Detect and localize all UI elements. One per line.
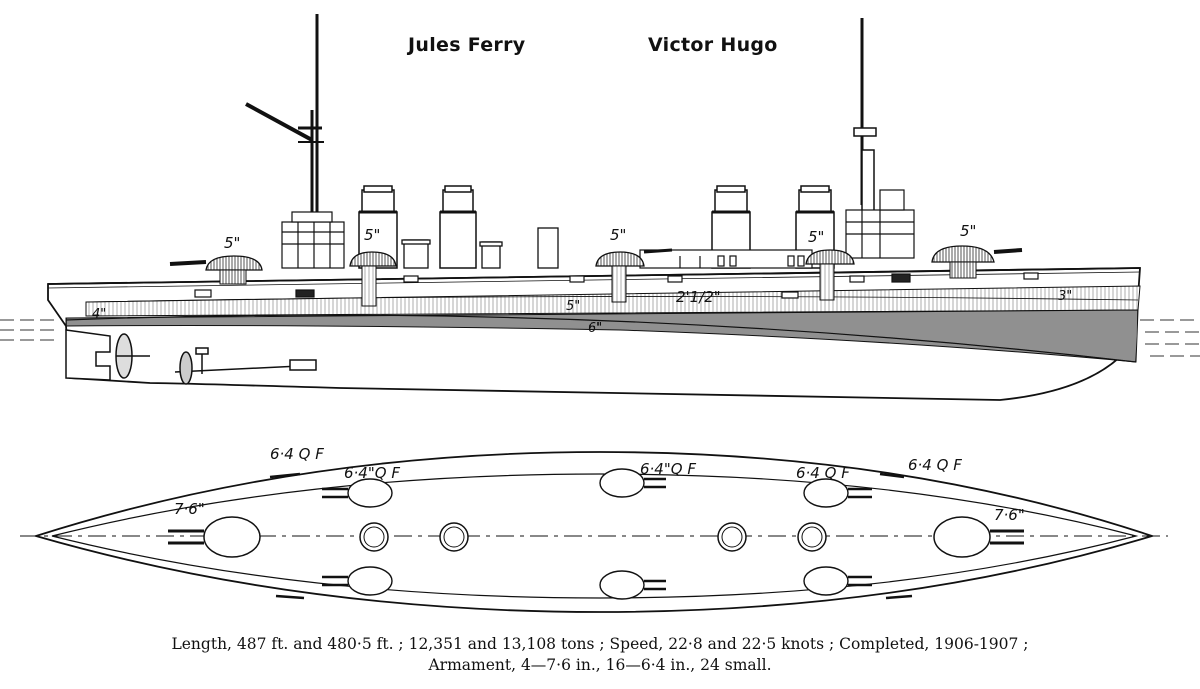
casemate-guns-profile (194, 272, 1039, 299)
label-qf-3: 6·4"Q F (640, 460, 696, 478)
label-turret-3: 5" (610, 226, 626, 244)
turret-fwd (169, 255, 263, 285)
label-belt-mid: 2'1/2" (676, 288, 721, 306)
waterline (0, 319, 1200, 357)
plan-turret-aft (933, 516, 1024, 558)
label-qf-5: 6·4 Q F (908, 456, 962, 474)
mast-main (853, 18, 877, 213)
ventilators (401, 227, 559, 269)
label-belt-main: 6" (588, 321, 602, 336)
bridge-aft (845, 189, 915, 259)
label-belt-fwd: 4" (92, 307, 106, 322)
plan-view: 6·4 Q F 6·4"Q F 6·4"Q F 6·4 Q F 6·4 Q F … (20, 445, 1168, 613)
plan-secondary-barrels (322, 477, 872, 591)
label-turret-2: 5" (364, 226, 380, 244)
label-turret-4: 5" (808, 228, 824, 246)
deck-house (639, 249, 813, 269)
label-belt-aft: 3" (1058, 289, 1072, 304)
funnel-2 (439, 185, 477, 269)
plan-funnels (359, 522, 827, 552)
turret-3 (595, 248, 673, 303)
label-turret-aft: 5" (960, 222, 976, 240)
ship-name-jules-ferry: Jules Ferry (408, 34, 526, 56)
stern-gear (65, 329, 317, 385)
caption-line-2: Armament, 4—7·6 in., 16—6·4 in., 24 smal… (428, 656, 772, 674)
side-profile: 5" 5" 5" 5" 5" 4" 5" 6" 2'1/2" 3" (0, 14, 1200, 401)
label-qf-2: 6·4"Q F (344, 464, 400, 482)
plan-secondary-turrets (347, 468, 849, 600)
turret-4 (805, 249, 855, 301)
turret-aft (931, 245, 1023, 279)
bridge-fore (281, 211, 345, 269)
ship-name-victor-hugo: Victor Hugo (648, 34, 778, 56)
turret-2 (349, 251, 397, 307)
hull (47, 267, 1141, 401)
caption: Length, 487 ft. and 480·5 ft. ; 12,351 a… (0, 634, 1200, 676)
label-main-aft: 7·6" (994, 506, 1025, 524)
label-qf-1: 6·4 Q F (270, 445, 324, 463)
label-main-fwd: 7·6" (174, 500, 205, 518)
plan-casemate-guns (269, 472, 913, 600)
plan-turret-fwd (168, 516, 261, 558)
label-qf-4: 6·4 Q F (796, 464, 850, 482)
label-belt-upper: 5" (566, 299, 580, 314)
label-turret-fwd: 5" (224, 234, 240, 252)
caption-line-1: Length, 487 ft. and 480·5 ft. ; 12,351 a… (171, 635, 1029, 653)
ship-diagram: 5" 5" 5" 5" 5" 4" 5" 6" 2'1/2" 3" (0, 14, 1200, 613)
